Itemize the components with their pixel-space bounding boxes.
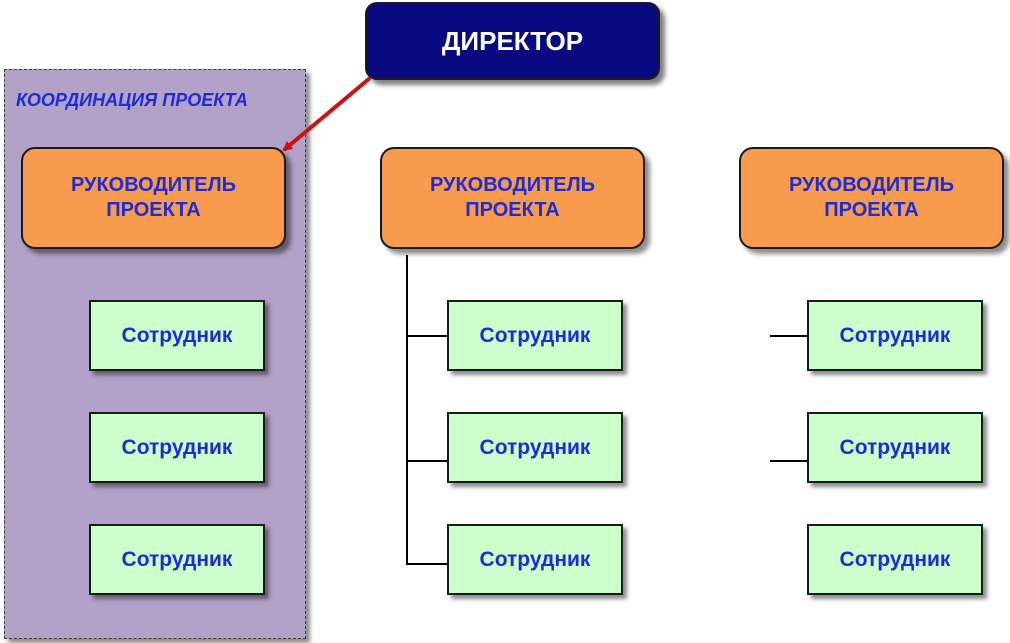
manager-box-1: РУКОВОДИТЕЛЬ ПРОЕКТА xyxy=(21,147,286,249)
employee-box-c1-3: Сотрудник xyxy=(89,524,265,595)
manager-box-3: РУКОВОДИТЕЛЬ ПРОЕКТА xyxy=(739,147,1004,249)
employee-label: Сотрудник xyxy=(839,435,951,459)
connector-h-col3-2 xyxy=(770,460,808,462)
employee-label: Сотрудник xyxy=(121,323,233,347)
employee-label: Сотрудник xyxy=(121,435,233,459)
employee-label: Сотрудник xyxy=(121,547,233,571)
employee-label: Сотрудник xyxy=(839,323,951,347)
employee-box-c2-2: Сотрудник xyxy=(447,412,623,483)
connector-h-col2-3 xyxy=(406,563,448,565)
employee-label: Сотрудник xyxy=(479,323,591,347)
manager-label-2: РУКОВОДИТЕЛЬ ПРОЕКТА xyxy=(429,174,596,221)
employee-box-c1-1: Сотрудник xyxy=(89,300,265,371)
employee-box-c2-1: Сотрудник xyxy=(447,300,623,371)
employee-box-c3-2: Сотрудник xyxy=(807,412,983,483)
employee-box-c2-3: Сотрудник xyxy=(447,524,623,595)
director-box: ДИРЕКТОР xyxy=(365,2,660,80)
connector-vertical-col2 xyxy=(406,255,408,565)
employee-box-c1-2: Сотрудник xyxy=(89,412,265,483)
manager-box-2: РУКОВОДИТЕЛЬ ПРОЕКТА xyxy=(380,147,645,249)
employee-label: Сотрудник xyxy=(479,435,591,459)
employee-label: Сотрудник xyxy=(839,547,951,571)
connector-h-col2-1 xyxy=(406,335,448,337)
coordination-label: КООРДИНАЦИЯ ПРОЕКТА xyxy=(16,90,248,110)
connector-h-col3-1 xyxy=(770,335,808,337)
employee-box-c3-1: Сотрудник xyxy=(807,300,983,371)
connector-h-col2-2 xyxy=(406,460,448,462)
manager-label-3: РУКОВОДИТЕЛЬ ПРОЕКТА xyxy=(788,174,955,221)
employee-label: Сотрудник xyxy=(479,547,591,571)
director-label: ДИРЕКТОР xyxy=(441,25,584,56)
manager-label-1: РУКОВОДИТЕЛЬ ПРОЕКТА xyxy=(70,174,237,221)
employee-box-c3-3: Сотрудник xyxy=(807,524,983,595)
